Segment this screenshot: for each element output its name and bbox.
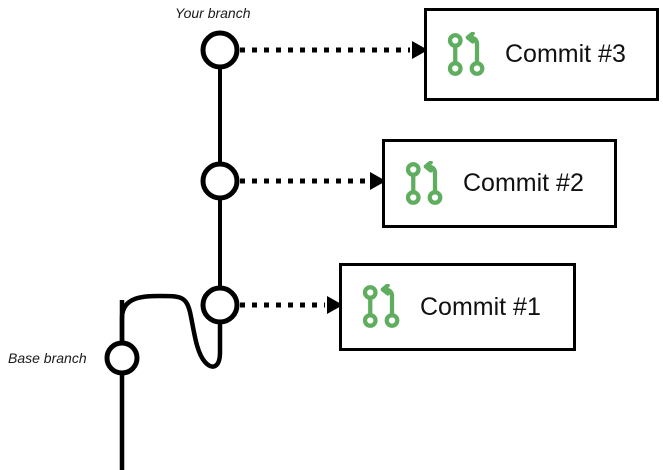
node-your-branch-commit-2[interactable]: [200, 161, 240, 201]
commit-card-2[interactable]: Commit #2: [382, 139, 617, 228]
connector-arrow-commit-1: [240, 296, 343, 314]
base-branch-label: Base branch: [8, 350, 87, 366]
commit-card-3[interactable]: Commit #3: [424, 8, 659, 101]
connector-arrow-commit-2: [240, 172, 386, 190]
arrowhead-commit-1: [327, 296, 343, 314]
git-pull-request-icon: [405, 160, 443, 205]
git-pull-request-icon: [362, 284, 400, 328]
your-branch-label: Your branch: [175, 5, 251, 21]
branch-fork-curve: [119, 293, 223, 369]
connector-arrow-commit-3: [240, 41, 428, 59]
node-your-branch-commit-1[interactable]: [200, 285, 240, 325]
arrowhead-commit-2: [370, 172, 386, 190]
git-pull-request-icon: [447, 31, 485, 76]
commit-card-label-3: Commit #3: [505, 40, 626, 68]
node-your-branch-commit-3[interactable]: [200, 30, 240, 70]
node-base-branch[interactable]: [104, 340, 140, 376]
commit-card-label-2: Commit #2: [463, 169, 584, 197]
commit-card-1[interactable]: Commit #1: [339, 263, 576, 351]
arrowhead-commit-3: [412, 41, 428, 59]
commit-card-label-1: Commit #1: [420, 292, 541, 321]
